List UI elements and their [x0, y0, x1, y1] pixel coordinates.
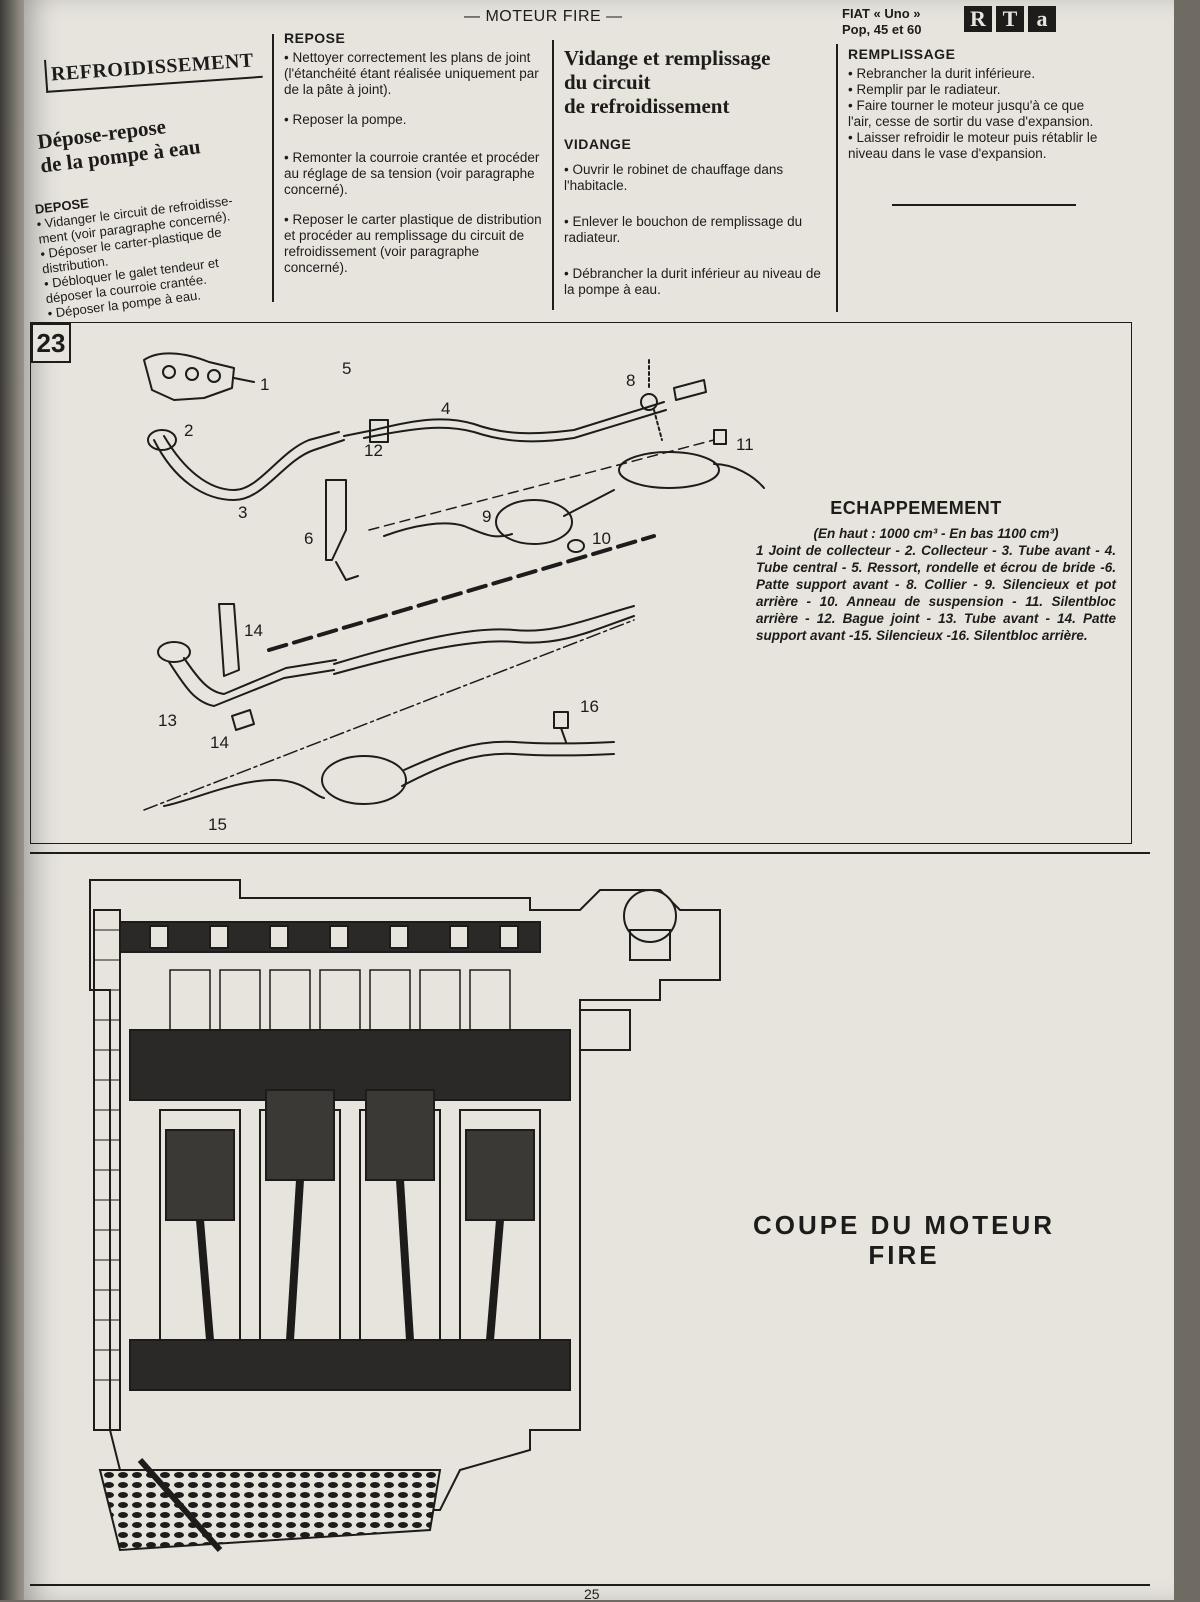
callout: 10 — [592, 529, 611, 548]
callout: 3 — [238, 503, 247, 522]
col3-title-line-2: du circuit — [564, 70, 651, 94]
callout: 4 — [441, 399, 450, 418]
col3-title-line-3: de refroidissement — [564, 94, 730, 118]
figure-23-caption: ECHAPPEMEMENT (En haut : 1000 cm³ - En b… — [756, 498, 1116, 644]
callout: 11 — [736, 435, 754, 454]
column-rule-2 — [552, 40, 554, 310]
manifold-shape — [143, 352, 235, 401]
figure-number: 23 — [31, 323, 71, 363]
col3-subhead: VIDANGE — [564, 136, 632, 152]
page-number: 25 — [584, 1586, 600, 1602]
manual-page: — MOTEUR FIRE — FIAT « Uno » Pop, 45 et … — [24, 0, 1174, 1602]
col2-paragraph: • Nettoyer correctement les plans de joi… — [284, 50, 539, 97]
col3-paragraph: • Enlever le bouchon de remplissage du r… — [564, 214, 803, 245]
logo-letter-r: R — [964, 6, 992, 32]
col3-paragraph: • Ouvrir le robinet de chauffage dans l'… — [564, 162, 784, 193]
vehicle-line-1: FIAT « Uno » — [842, 6, 921, 21]
callout: 5 — [342, 359, 351, 378]
col4-paragraph: • Laisser refroidir le moteur puis rétab… — [848, 130, 1098, 161]
callout: 15 — [208, 815, 227, 834]
end-rule — [892, 204, 1076, 206]
col3: Vidange et remplissage du circuit de ref… — [564, 46, 826, 312]
callout: 9 — [482, 507, 491, 526]
section-divider — [30, 852, 1150, 854]
col4: REMPLISSAGE • Rebrancher la durit inféri… — [848, 46, 1098, 206]
chapter-title: REFROIDISSEMENT — [44, 44, 263, 93]
col3-paragraph: • Débrancher la durit inférieur au nivea… — [564, 266, 821, 297]
callout: 8 — [626, 371, 635, 390]
engine-figure-title: COUPE DU MOTEUR FIRE — [724, 1210, 1084, 1270]
callout: 12 — [364, 441, 383, 460]
logo-letter-t: T — [996, 6, 1024, 32]
callout: 16 — [580, 697, 599, 716]
vehicle-info: FIAT « Uno » Pop, 45 et 60 — [842, 6, 921, 38]
bottom-rule — [30, 1584, 1150, 1586]
column-rule-3 — [836, 44, 838, 312]
figure-23-frame: 23 — [30, 322, 1132, 844]
col4-paragraph: • Rebrancher la durit inférieure. — [848, 66, 1036, 81]
caption-title: ECHAPPEMEMENT — [830, 498, 1002, 518]
callout: 14 — [244, 621, 263, 640]
rta-logo: R T a — [964, 6, 1056, 32]
callout: 6 — [304, 529, 313, 548]
col2-paragraph: • Reposer la pompe. — [284, 112, 407, 127]
exhaust-diagram: 1 2 3 4 5 6 8 9 10 11 12 13 14 14 15 16 — [143, 352, 765, 834]
running-header: — MOTEUR FIRE — — [464, 8, 623, 25]
column-rule-1 — [272, 34, 274, 302]
col2-subhead: REPOSE — [284, 30, 346, 46]
vehicle-line-2: Pop, 45 et 60 — [842, 22, 922, 37]
col3-title: Vidange et remplissage du circuit de ref… — [564, 46, 826, 118]
callout: 1 — [260, 375, 269, 394]
col4-paragraph: • Remplir par le radiateur. — [848, 82, 1001, 97]
engine-title-line-2: FIRE — [868, 1240, 940, 1270]
callout: 2 — [184, 421, 193, 440]
callout: 14 — [210, 733, 229, 752]
col2-paragraph: • Reposer le carter plastique de distrib… — [284, 212, 542, 275]
caption-text: 1 Joint de collecteur - 2. Collecteur - … — [756, 543, 1116, 643]
col1-title: Dépose-repose de la pompe à eau — [36, 110, 202, 177]
col4-subhead: REMPLISSAGE — [848, 46, 956, 62]
col3-title-line-1: Vidange et remplissage — [564, 46, 771, 70]
col2: REPOSE • Nettoyer correctement les plans… — [284, 30, 546, 290]
callout: 13 — [158, 711, 177, 730]
col2-paragraph: • Remonter la courroie crantée et procéd… — [284, 150, 540, 197]
logo-letter-a: a — [1028, 6, 1056, 32]
col1-list: DEPOSE • Vidanger le circuit de refroidi… — [34, 174, 279, 321]
engine-cross-section — [89, 879, 721, 1552]
col4-paragraph: • Faire tourner le moteur jusqu'à ce que… — [848, 98, 1094, 129]
engine-title-line-1: COUPE DU MOTEUR — [752, 1210, 1056, 1240]
caption-subtitle: (En haut : 1000 cm³ - En bas 1100 cm³) — [813, 526, 1059, 541]
